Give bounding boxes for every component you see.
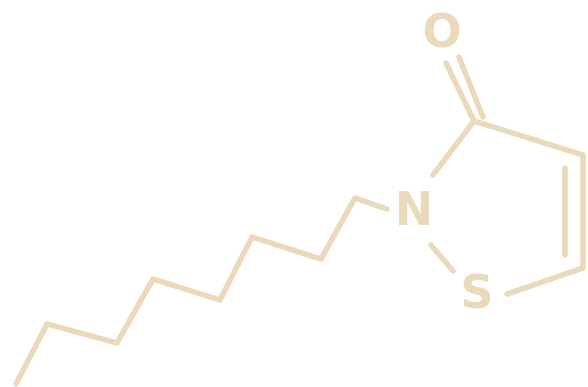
ring-bond-c5-s <box>504 265 586 297</box>
chain-bond-3 <box>114 276 156 346</box>
ring-bond-c3-c4 <box>471 118 586 158</box>
ring-bond-n-c3 <box>430 118 477 178</box>
carbonyl-bond-2 <box>456 54 486 120</box>
ring-bond-n-s <box>428 242 456 274</box>
chain-bond-7 <box>318 195 358 262</box>
atom-label-oxygen: O <box>422 4 461 58</box>
chain-bond-1 <box>13 321 50 387</box>
chain-bond-6 <box>249 234 324 262</box>
bond-lines <box>13 54 586 387</box>
atom-label-sulfur: S <box>460 265 493 319</box>
chain-bond-8 <box>352 195 390 212</box>
atom-label-nitrogen: N <box>395 182 434 236</box>
chain-bond-4 <box>150 276 223 303</box>
carbonyl-bond-1 <box>443 60 477 124</box>
chain-bond-5 <box>217 234 255 303</box>
chain-bond-2 <box>44 321 120 346</box>
